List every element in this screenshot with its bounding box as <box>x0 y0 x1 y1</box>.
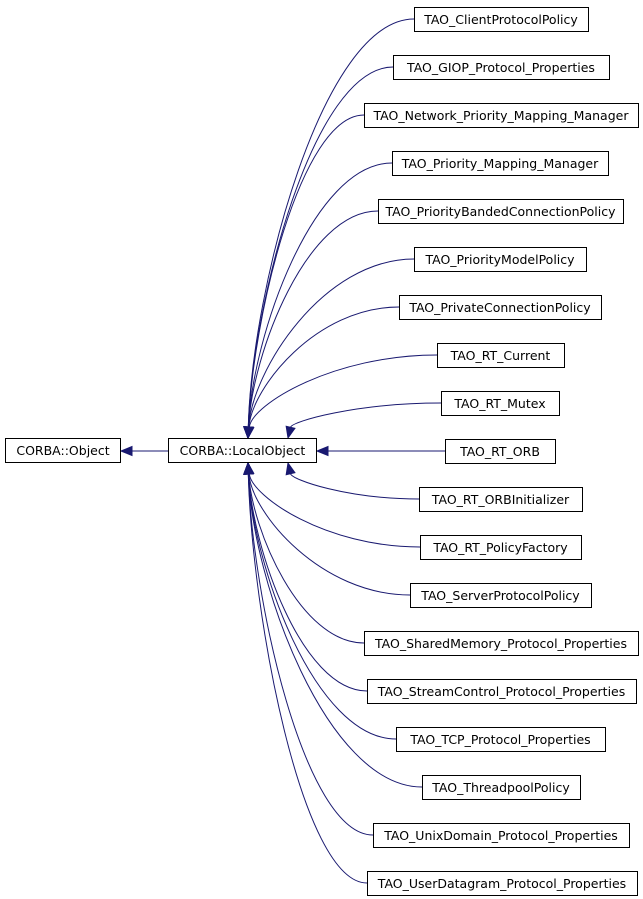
class-label: TAO_UserDatagram_Protocol_Properties <box>377 876 626 891</box>
edge-tao-priority-mapping-manager-to-localobject <box>243 162 393 440</box>
class-label: TAO_PrivateConnectionPolicy <box>408 300 591 315</box>
edge-tao-clientprotocolpolicy-to-localobject <box>243 18 415 440</box>
class-node-tao-serverprotocolpolicy[interactable]: TAO_ServerProtocolPolicy <box>410 583 592 608</box>
class-node-tao-rt-policyfactory[interactable]: TAO_RT_PolicyFactory <box>420 535 582 560</box>
class-label: TAO_SharedMemory_Protocol_Properties <box>374 636 627 651</box>
class-label: TAO_Priority_Mapping_Manager <box>401 156 599 171</box>
class-node-tao-priority-mapping-manager[interactable]: TAO_Priority_Mapping_Manager <box>392 151 609 176</box>
edge-tao-prioritybandedconnectionpolicy-to-localobject <box>243 210 379 440</box>
arrowhead <box>244 425 255 440</box>
class-node-tao-privateconnectionpolicy[interactable]: TAO_PrivateConnectionPolicy <box>399 295 602 320</box>
edge-tao-serverprotocolpolicy-to-localobject <box>243 461 411 596</box>
class-label: TAO_UnixDomain_Protocol_Properties <box>383 828 618 843</box>
class-node-tao-prioritybandedconnectionpolicy[interactable]: TAO_PriorityBandedConnectionPolicy <box>378 199 624 224</box>
edge-tao-rt-orbinitializer-to-localobject <box>285 461 420 500</box>
class-label: TAO_GIOP_Protocol_Properties <box>406 60 595 75</box>
class-node-tao-prioritymodelpolicy[interactable]: TAO_PriorityModelPolicy <box>414 247 587 272</box>
edge-localobject-to-object <box>119 445 168 457</box>
class-label: TAO_ThreadpoolPolicy <box>431 780 570 795</box>
edge-tao-unixdomain-protocol-properties-to-localobject <box>243 461 374 836</box>
class-node-tao-userdatagram-protocol-properties[interactable]: TAO_UserDatagram_Protocol_Properties <box>367 871 638 896</box>
class-label: TAO_PriorityModelPolicy <box>424 252 575 267</box>
class-label: TAO_RT_ORBInitializer <box>431 492 570 507</box>
class-label: TAO_StreamControl_Protocol_Properties <box>377 684 626 699</box>
class-node-tao-rt-current[interactable]: TAO_RT_Current <box>437 343 565 368</box>
class-label: TAO_Network_Priority_Mapping_Manager <box>373 108 630 123</box>
class-node-tao-threadpoolpolicy[interactable]: TAO_ThreadpoolPolicy <box>422 775 581 800</box>
edge-tao-rt-orb-to-localobject <box>315 445 445 457</box>
class-label: TAO_ServerProtocolPolicy <box>420 588 580 603</box>
derived-class-nodes: TAO_ClientProtocolPolicyTAO_GIOP_Protoco… <box>364 7 639 896</box>
edge-tao-rt-policyfactory-to-localobject <box>244 461 421 548</box>
class-node-tao-unixdomain-protocol-properties[interactable]: TAO_UnixDomain_Protocol_Properties <box>373 823 630 848</box>
edge-tao-streamcontrol-protocol-properties-to-localobject <box>243 461 368 692</box>
class-label: TAO_PriorityBandedConnectionPolicy <box>385 204 617 219</box>
class-label: TAO_RT_Mutex <box>453 396 545 411</box>
class-node-corba-object[interactable]: CORBA::Object <box>5 438 121 463</box>
class-node-tao-tcp-protocol-properties[interactable]: TAO_TCP_Protocol_Properties <box>396 727 606 752</box>
edge-tao-prioritymodelpolicy-to-localobject <box>243 258 415 440</box>
class-label: CORBA::LocalObject <box>180 443 306 458</box>
arrowhead <box>119 445 133 457</box>
class-node-tao-network-priority-mapping-manager[interactable]: TAO_Network_Priority_Mapping_Manager <box>364 103 639 128</box>
edge-tao-rt-mutex-to-localobject <box>285 402 442 440</box>
class-label: CORBA::Object <box>16 443 109 458</box>
class-node-tao-giop-protocol-properties[interactable]: TAO_GIOP_Protocol_Properties <box>393 55 610 80</box>
class-label: TAO_RT_PolicyFactory <box>432 540 568 555</box>
class-node-corba-localobject[interactable]: CORBA::LocalObject <box>168 438 317 463</box>
edge-tao-network-priority-mapping-manager-to-localobject <box>243 114 365 440</box>
edge-tao-rt-current-to-localobject <box>244 354 438 440</box>
class-label: TAO_TCP_Protocol_Properties <box>409 732 590 747</box>
class-node-tao-rt-mutex[interactable]: TAO_RT_Mutex <box>441 391 560 416</box>
class-node-tao-clientprotocolpolicy[interactable]: TAO_ClientProtocolPolicy <box>414 7 589 32</box>
class-node-tao-rt-orbinitializer[interactable]: TAO_RT_ORBInitializer <box>419 487 583 512</box>
class-node-tao-sharedmemory-protocol-properties[interactable]: TAO_SharedMemory_Protocol_Properties <box>364 631 639 656</box>
class-label: TAO_RT_ORB <box>459 444 540 459</box>
class-label: TAO_ClientProtocolPolicy <box>423 12 578 27</box>
edge-tao-threadpoolpolicy-to-localobject <box>243 461 423 788</box>
edge-tao-userdatagram-protocol-properties-to-localobject <box>243 461 368 884</box>
class-node-tao-rt-orb[interactable]: TAO_RT_ORB <box>445 439 556 464</box>
arrowhead <box>315 445 329 457</box>
arrowhead <box>285 461 296 476</box>
arrowhead <box>243 461 254 475</box>
arrowhead <box>285 425 296 440</box>
inheritance-edges <box>119 18 445 884</box>
class-label: TAO_RT_Current <box>450 348 551 363</box>
class-node-tao-streamcontrol-protocol-properties[interactable]: TAO_StreamControl_Protocol_Properties <box>367 679 637 704</box>
